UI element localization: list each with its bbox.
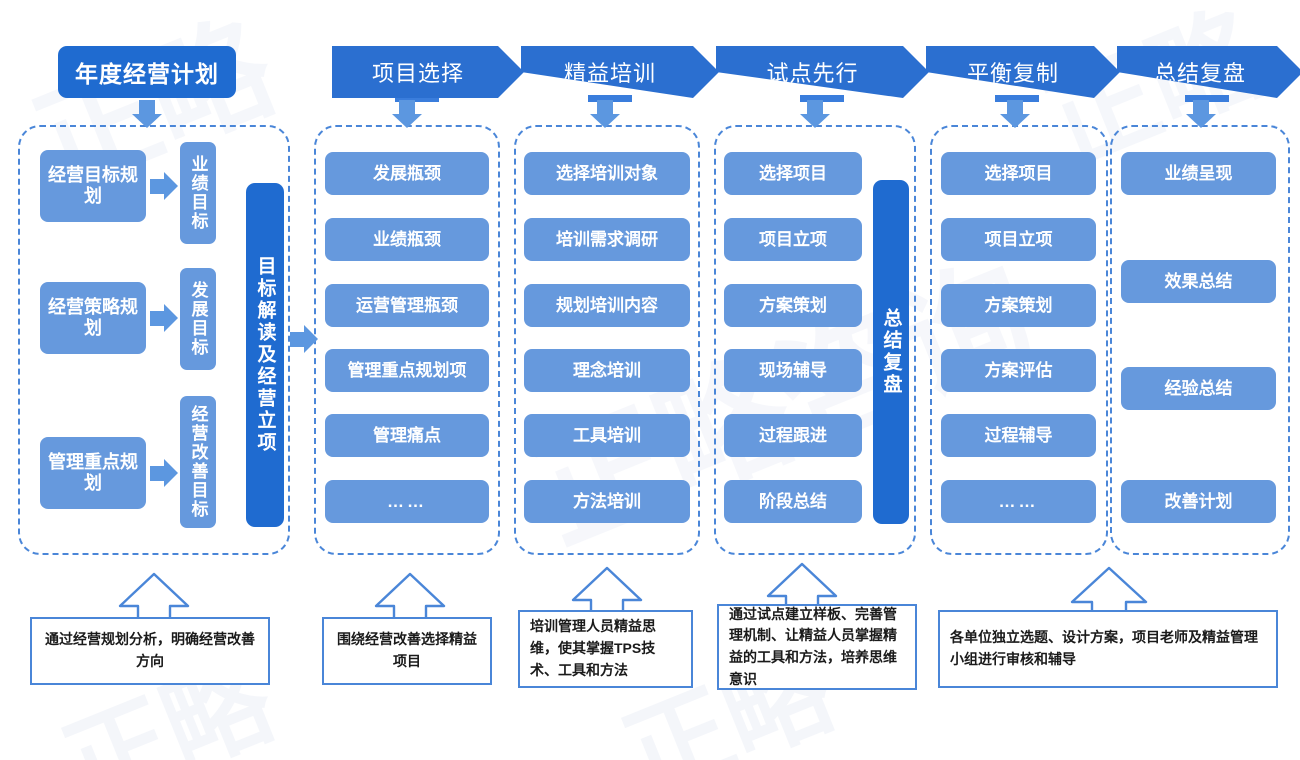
list-item[interactable]: 阶段总结 [724, 480, 862, 523]
list-item[interactable]: 工具培训 [524, 414, 690, 457]
list-item[interactable]: 选择培训对象 [524, 152, 690, 195]
plan-target-box[interactable]: 经营改善目标 [180, 396, 216, 528]
list-item[interactable]: 规划培训内容 [524, 284, 690, 327]
plan-target-box[interactable]: 发展目标 [180, 268, 216, 370]
phase-chevron-3[interactable]: 试点先行 [716, 46, 929, 98]
note-replication-summary: 各单位独立选题、设计方案，项目老师及精益管理小组进行审核和辅导 [938, 610, 1278, 688]
note-project-selection: 围绕经营改善选择精益项目 [322, 617, 492, 685]
list-item[interactable]: 发展瓶颈 [325, 152, 489, 195]
list-item[interactable]: 过程跟进 [724, 414, 862, 457]
list-item[interactable]: …… [325, 480, 489, 523]
list-item[interactable]: 培训需求调研 [524, 218, 690, 261]
list-item[interactable]: 运营管理瓶颈 [325, 284, 489, 327]
list-item[interactable]: 管理痛点 [325, 414, 489, 457]
title-annual-plan: 年度经营计划 [58, 46, 236, 98]
chevron-tick [995, 95, 1039, 102]
plan-source-box[interactable]: 管理重点规划 [40, 437, 146, 509]
chevron-tick [1185, 95, 1229, 102]
plan-source-box[interactable]: 经营策略规划 [40, 282, 146, 354]
right-arrow-icon [290, 325, 318, 353]
list-item[interactable]: 经验总结 [1121, 367, 1276, 410]
list-item[interactable]: 方案策划 [941, 284, 1096, 327]
right-arrow-icon [150, 172, 178, 200]
list-item[interactable]: 方案策划 [724, 284, 862, 327]
list-item[interactable]: 选择项目 [941, 152, 1096, 195]
list-item[interactable]: 业绩呈现 [1121, 152, 1276, 195]
list-item[interactable]: 方法培训 [524, 480, 690, 523]
down-arrow-icon [132, 100, 162, 128]
plan-source-box[interactable]: 经营目标规划 [40, 150, 146, 222]
down-arrow-icon [1000, 100, 1030, 128]
list-item[interactable]: 项目立项 [941, 218, 1096, 261]
right-arrow-icon [150, 459, 178, 487]
vertical-bar-summary-review[interactable]: 总结复盘 [873, 180, 909, 524]
list-item[interactable]: …… [941, 480, 1096, 523]
list-item[interactable]: 理念培训 [524, 349, 690, 392]
list-item[interactable]: 现场辅导 [724, 349, 862, 392]
right-arrow-icon [150, 304, 178, 332]
note-annual-plan: 通过经营规划分析，明确经营改善方向 [30, 617, 270, 685]
list-item[interactable]: 选择项目 [724, 152, 862, 195]
chevron-tick [800, 95, 844, 102]
down-arrow-icon [800, 100, 830, 128]
note-pilot-first: 通过试点建立样板、完善管理机制、让精益人员掌握精益的工具和方法，培养思维意识 [717, 604, 917, 690]
vertical-bar-goal-interpretation[interactable]: 目标解读及经营立项 [246, 183, 284, 527]
phase-chevron-5[interactable]: 总结复盘 [1117, 46, 1300, 98]
down-arrow-icon [1186, 100, 1216, 128]
up-arrow-icon [374, 572, 446, 622]
list-item[interactable]: 过程辅导 [941, 414, 1096, 457]
phase-chevron-2[interactable]: 精益培训 [521, 46, 719, 98]
up-arrow-icon [571, 566, 643, 616]
plan-target-box[interactable]: 业绩目标 [180, 142, 216, 244]
chevron-tick [588, 95, 632, 102]
phase-chevron-1[interactable]: 项目选择 [332, 46, 524, 98]
up-arrow-icon [118, 572, 190, 622]
list-item[interactable]: 管理重点规划项 [325, 349, 489, 392]
list-item[interactable]: 方案评估 [941, 349, 1096, 392]
list-item[interactable]: 效果总结 [1121, 260, 1276, 303]
list-item[interactable]: 项目立项 [724, 218, 862, 261]
list-item[interactable]: 改善计划 [1121, 480, 1276, 523]
note-lean-training: 培训管理人员精益思维，使其掌握TPS技术、工具和方法 [518, 610, 693, 688]
phase-chevron-4[interactable]: 平衡复制 [926, 46, 1120, 98]
down-arrow-icon [392, 100, 422, 128]
down-arrow-icon [590, 100, 620, 128]
list-item[interactable]: 业绩瓶颈 [325, 218, 489, 261]
chevron-tick [395, 95, 439, 102]
